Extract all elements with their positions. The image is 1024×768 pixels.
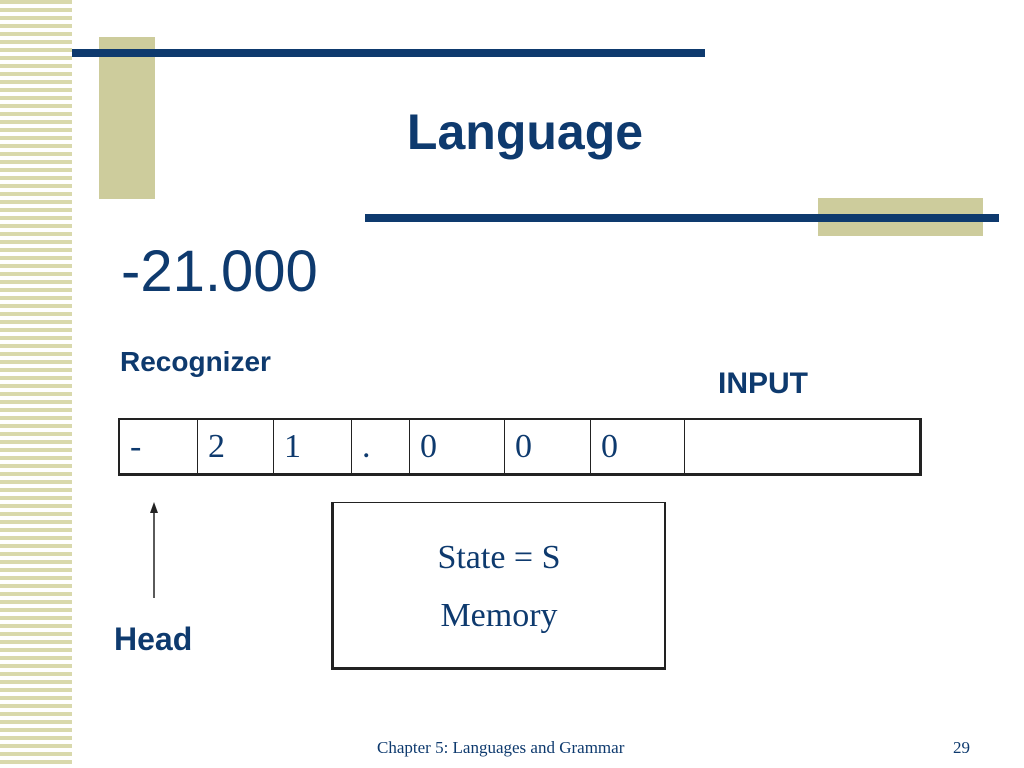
tape-cell-2: 2 bbox=[198, 420, 274, 473]
footer-chapter: Chapter 5: Languages and Grammar bbox=[377, 738, 625, 757]
slide-title: Language bbox=[406, 104, 644, 160]
recognizer-label: Recognizer bbox=[120, 346, 271, 377]
tape-cell-4: . bbox=[352, 420, 410, 473]
decorative-block-top bbox=[99, 37, 155, 199]
example-number: -21.000 bbox=[121, 239, 318, 304]
input-label: INPUT bbox=[718, 367, 808, 400]
tape-cell-3: 1 bbox=[274, 420, 352, 473]
left-stripe-border bbox=[0, 0, 72, 768]
memory-text: Memory bbox=[440, 597, 558, 634]
input-tape: - 2 1 . 0 0 0 bbox=[118, 418, 922, 476]
head-label: Head bbox=[114, 621, 193, 657]
tape-cell-7: 0 bbox=[591, 420, 685, 473]
state-memory-box: State = S Memory bbox=[331, 502, 666, 670]
decorative-line-right bbox=[365, 214, 999, 222]
tape-cell-6: 0 bbox=[505, 420, 591, 473]
tape-cell-1: - bbox=[120, 420, 198, 473]
tape-cell-5: 0 bbox=[410, 420, 505, 473]
state-text: State = S bbox=[437, 539, 561, 576]
decorative-line-top bbox=[72, 49, 705, 57]
head-arrow-icon bbox=[150, 502, 158, 598]
page-number: 29 bbox=[953, 738, 970, 757]
tape-cell-8 bbox=[685, 420, 919, 473]
